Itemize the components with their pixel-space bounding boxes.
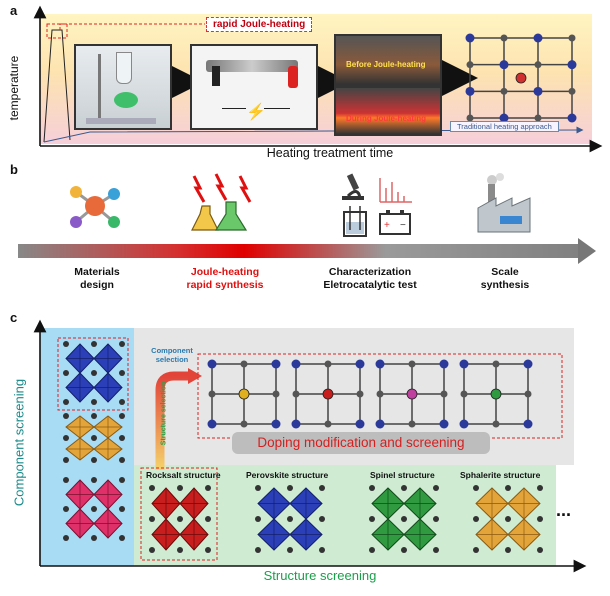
lab-setup-photo xyxy=(74,44,172,130)
traditional-heating-label: Traditional heating approach xyxy=(450,121,559,132)
step-3-line1: Characterization xyxy=(328,266,412,278)
battery-icon: + − xyxy=(379,210,411,235)
carbon-paper xyxy=(206,60,298,72)
characterization-icons: + − xyxy=(342,173,412,237)
flask-lightning-icon xyxy=(191,173,252,231)
panel-a-x-axis-label: Heating treatment time xyxy=(266,146,394,160)
bar-chart-icon xyxy=(379,178,412,203)
process-arrow-bar xyxy=(18,244,583,258)
panel-a-letter: a xyxy=(10,3,18,18)
green-solution xyxy=(114,92,138,108)
base-plate xyxy=(86,118,156,124)
component-selection-label: Component selection xyxy=(151,346,193,364)
structure-crystal-spinel xyxy=(369,485,439,553)
step-1-line1: Materials xyxy=(74,266,120,278)
step-4-line2: synthesis xyxy=(480,279,530,291)
component-screening-label: Component screening xyxy=(11,378,27,507)
structure-label-rocksalt: Rocksalt structure xyxy=(146,470,221,480)
flask xyxy=(116,52,132,84)
doping-label-box: Doping modification and screening xyxy=(232,432,490,454)
before-heating-photo: Before Joule-heating xyxy=(334,34,442,86)
doped-lattice-1 xyxy=(207,359,281,429)
rapid-joule-heating-tag: rapid Joule-heating xyxy=(206,17,313,32)
structure-row xyxy=(134,465,556,566)
step-3-line2: Eletrocatalytic test xyxy=(323,279,417,291)
step-2-line1: Joule-heating xyxy=(190,266,260,278)
structure-screening-label: Structure screening xyxy=(263,568,377,583)
step-4-line1: Scale xyxy=(491,266,519,278)
step-2-line2: rapid synthesis xyxy=(186,279,264,291)
molecule-icon xyxy=(70,186,120,228)
doped-lattice-3 xyxy=(375,359,449,429)
structure-label-spinel: Spinel structure xyxy=(370,470,435,480)
structure-crystal-sphalerite xyxy=(473,485,543,553)
wire-right xyxy=(264,108,290,109)
panel-c-letter: c xyxy=(10,310,18,325)
panel-b-letter: b xyxy=(10,162,18,177)
doping-label: Doping modification and screening xyxy=(257,435,465,450)
before-heating-label: Before Joule-heating xyxy=(346,60,426,69)
step-joule-heating: Joule-heating rapid synthesis xyxy=(170,266,280,292)
crystal-lattice-a xyxy=(465,33,577,123)
wire-left xyxy=(222,108,246,109)
during-heating-label: During Joule-heating xyxy=(346,114,426,123)
svg-text:+: + xyxy=(384,220,390,231)
structure-label-sphalerite: Sphalerite structure xyxy=(460,470,541,480)
structure-crystal-perovskite xyxy=(255,485,325,553)
joule-heating-device: ⚡ xyxy=(190,44,318,130)
step-scale-synthesis: Scale synthesis xyxy=(460,266,550,292)
lightning-icon: ⚡ xyxy=(246,104,266,121)
during-heating-photo: During Joule-heating xyxy=(334,86,442,136)
component-axis-box: Component screening xyxy=(4,330,34,560)
step-1-line2: design xyxy=(80,279,114,291)
component-crystal-blue xyxy=(63,341,125,405)
component-crystal-orange xyxy=(63,413,125,463)
doped-lattice-4 xyxy=(459,359,533,429)
beaker-icon xyxy=(343,206,367,237)
structure-selection-label: Structure selection xyxy=(160,381,168,446)
component-crystal-pink xyxy=(63,477,125,541)
stand-rod xyxy=(98,54,101,120)
more-structures-ellipsis: ... xyxy=(556,500,572,520)
structure-crystal-rocksalt xyxy=(149,485,211,553)
factory-icon xyxy=(477,173,531,233)
step-characterization: Characterization Eletrocatalytic test xyxy=(310,266,430,292)
electrode-left xyxy=(212,66,220,86)
structure-label-perovskite: Perovskite structure xyxy=(246,470,329,480)
doped-lattice-2 xyxy=(291,359,365,429)
panel-a-y-axis-label-box: temperature xyxy=(4,36,24,146)
step-materials-design: Materials design xyxy=(52,266,142,292)
panel-a-y-axis-label: temperature xyxy=(7,55,21,121)
svg-text:−: − xyxy=(400,220,406,231)
electrode-right xyxy=(288,66,298,88)
microscope-icon xyxy=(342,173,364,200)
process-arrow-head xyxy=(578,238,596,264)
